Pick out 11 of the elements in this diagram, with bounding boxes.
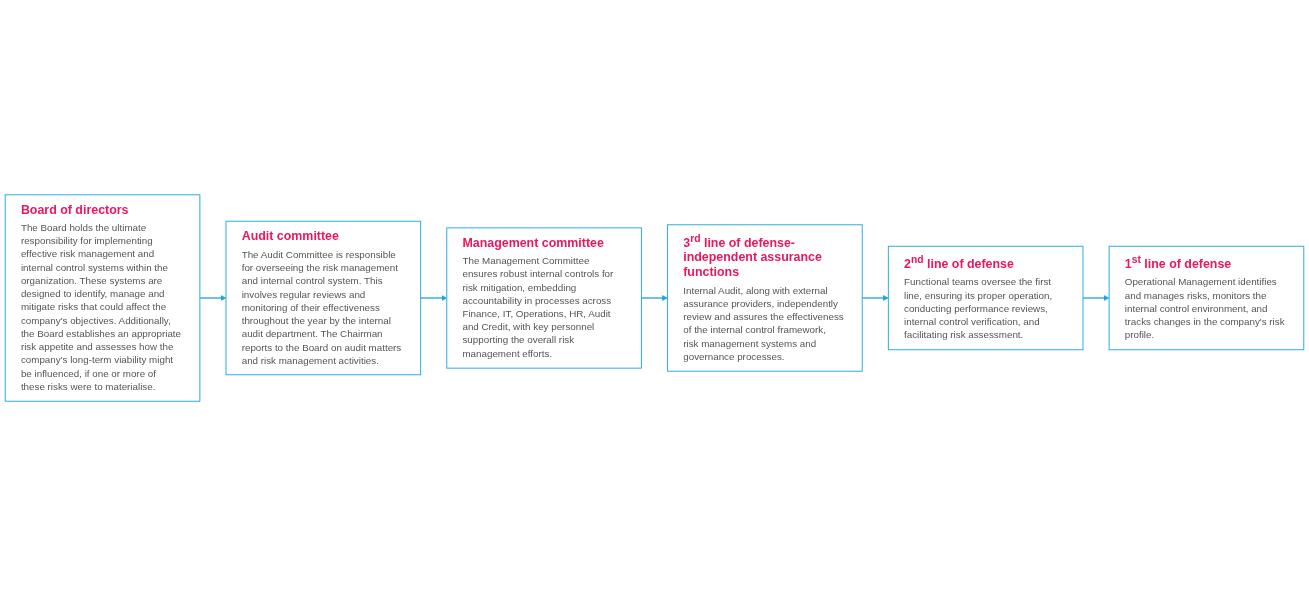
arrow [861, 295, 889, 301]
arrow [1082, 295, 1110, 301]
arrow [199, 295, 227, 301]
node-box: 2$^{nd}$ line of defense Functional teams oversee the first line, ensuring its proper operation, conducting performance reviews, internal control verification, and facilitating risk assessment. [887, 245, 1084, 351]
node-box: Management committee The Management Committee ensures robust internal controls for risk mitigation, embedding accountability in processes across Finance, IT, Operations, HR, Audit and Credit, with key personnel supporting the overall risk management efforts. [446, 227, 642, 369]
node-box: Audit committee The Audit Committee is responsible for overseeing the risk management and internal control system. This involves regular reviews and monitoring of their effectiveness throughout the year by the internal audit department. The Chairman reports to the Board on audit matters and risk management activities. [225, 220, 422, 376]
node-box: 1$^{st}$ line of defense Operational Management identifies and manages risks, monitors the internal control environment, and tracks changes in the company's risk profile. [1108, 245, 1305, 351]
arrow [420, 295, 448, 301]
arrow [640, 295, 668, 301]
node-box: 3$^{rd}$ line of defense-independent assurance functions Internal Audit, along with external assurance providers, independently review and assures the effectiveness of the internal control framework, risk management systems and governance processes. [667, 224, 863, 372]
node-box: Board of directors The Board holds the ultimate responsibility for implementing effective risk management and internal control systems within the organization. These systems are designed to identify, manage and mitigate risks that could affect the company's objectives. Additionally, the Board establishes an appropriate risk appetite and assesses how the company's long-term viability might be influenced, if one or more of these risks were to materialise. [4, 194, 201, 402]
